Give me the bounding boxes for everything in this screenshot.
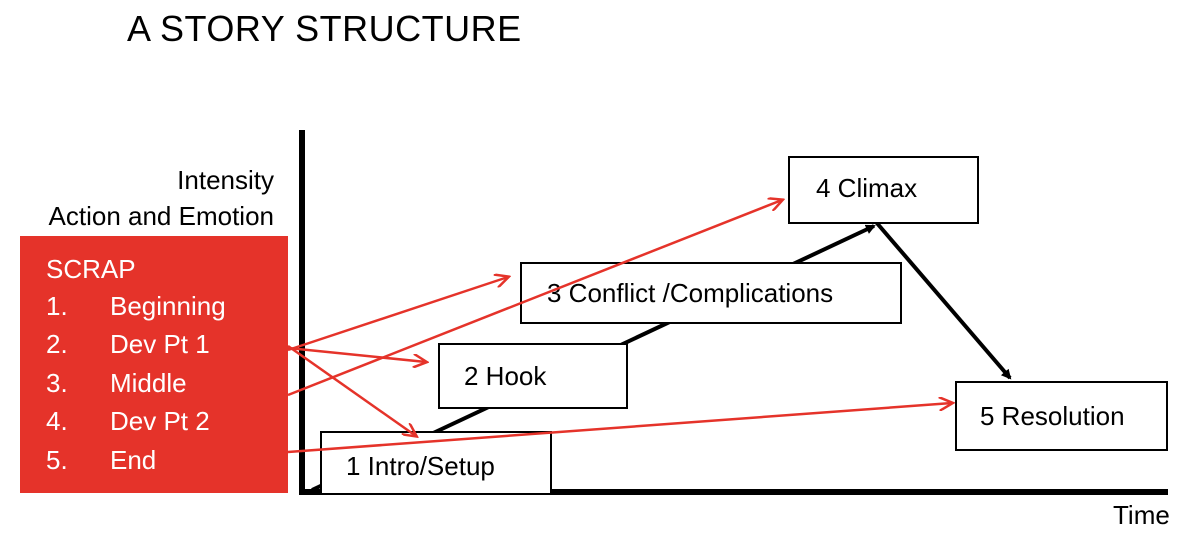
mapping-arrow-dev-pt-2: [287, 200, 782, 397]
x-axis-label: Time: [1113, 500, 1170, 530]
y-axis-label-line-2: Action and Emotion: [48, 201, 274, 231]
mapping-arrow-end: [287, 403, 952, 454]
scrap-item-number: 3.: [46, 368, 68, 398]
scrap-item-label: Beginning: [110, 291, 226, 321]
y-axis-label: Intensity Action and Emotion: [20, 162, 274, 234]
scrap-item-number: 4.: [46, 406, 68, 436]
scrap-item-label: Dev Pt 2: [110, 406, 210, 436]
stage-5-label: 5 Resolution: [980, 400, 1125, 431]
scrap-item-number: 2.: [46, 329, 68, 359]
mapping-arrow-middle: [287, 277, 508, 352]
stage-2-label: 2 Hook: [464, 360, 547, 391]
mapping-arrow-beginning: [287, 344, 416, 436]
scrap-item-label: Middle: [110, 368, 187, 398]
y-axis-label-line-1: Intensity: [177, 165, 274, 195]
scrap-item-number: 5.: [46, 445, 68, 475]
flow-arrow-falling: [874, 220, 1012, 380]
mapping-arrow-dev-pt-1: [287, 346, 426, 362]
stage-2-box: 2 Hook: [438, 343, 628, 409]
stage-1-label: 1 Intro/Setup: [346, 450, 495, 481]
stage-4-box: 4 Climax: [788, 156, 979, 224]
stage-5-box: 5 Resolution: [955, 381, 1168, 451]
stage-3-box: 3 Conflict /Complications: [520, 262, 902, 324]
scrap-heading: SCRAP: [46, 254, 136, 284]
stage-1-box: 1 Intro/Setup: [320, 431, 552, 495]
scrap-item-label: Dev Pt 1: [110, 329, 210, 359]
stage-3-label: 3 Conflict /Complications: [547, 277, 834, 308]
scrap-item-number: 1.: [46, 291, 68, 321]
page-title: A STORY STRUCTURE: [127, 8, 522, 49]
stage-4-label: 4 Climax: [816, 172, 918, 203]
scrap-item-label: End: [110, 445, 157, 475]
scrap-panel: SCRAP 1. Beginning 2. Dev Pt 1 3. Middle…: [20, 236, 288, 493]
